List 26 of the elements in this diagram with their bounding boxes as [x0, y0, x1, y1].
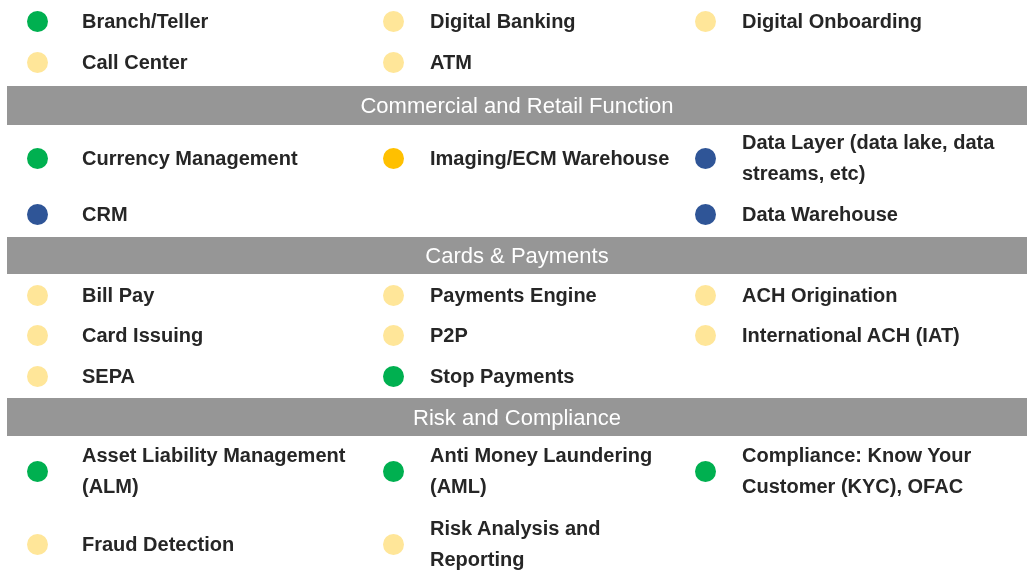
item-label: SEPA — [82, 360, 372, 392]
section-header-bar: Cards & Payments — [7, 237, 1027, 274]
item-label: Data Warehouse — [742, 198, 1024, 230]
item-label: Compliance: Know Your Customer (KYC), OFAC — [742, 440, 1024, 502]
section-header-bar: Risk and Compliance — [7, 398, 1027, 436]
item-label: ACH Origination — [742, 279, 1024, 311]
item-label: Imaging/ECM Warehouse — [430, 142, 680, 174]
item-label: Digital Banking — [430, 5, 680, 37]
item-label: Stop Payments — [430, 360, 680, 392]
item-label: International ACH (IAT) — [742, 319, 1024, 351]
item-label: Currency Management — [82, 142, 372, 174]
item-label: P2P — [430, 319, 680, 351]
item-label: Card Issuing — [82, 319, 372, 351]
item-label: Bill Pay — [82, 279, 372, 311]
item-label: Risk Analysis and Reporting — [430, 513, 680, 574]
item-label: Asset Liability Management (ALM) — [82, 440, 372, 502]
item-label: Branch/Teller — [82, 5, 372, 37]
item-label: CRM — [82, 198, 372, 230]
item-label: ATM — [430, 46, 680, 78]
item-label: Fraud Detection — [82, 528, 372, 560]
item-label: Call Center — [82, 46, 372, 78]
item-label: Payments Engine — [430, 279, 680, 311]
item-label: Data Layer (data lake, data streams, etc) — [742, 127, 1024, 189]
item-label: Digital Onboarding — [742, 5, 1024, 37]
section-header-bar: Commercial and Retail Function — [7, 86, 1027, 125]
item-label: Anti Money Laundering (AML) — [430, 440, 680, 502]
